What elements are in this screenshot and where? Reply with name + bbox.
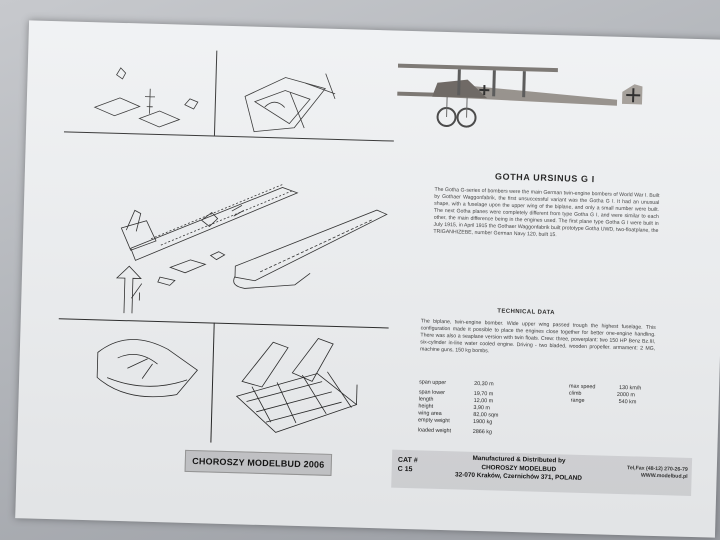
spec-value: 19,70 m [473, 390, 494, 398]
spec-value: 2866 kg [472, 428, 493, 436]
assembly-drawings: CHOROSZY MODELBUD 2006 [54, 46, 396, 495]
spec-label: length [418, 396, 434, 403]
technical-data-heading: TECHNICAL DATA [497, 308, 555, 317]
spec-value: 20,30 m [474, 380, 494, 388]
spec-value: 130 km/h [618, 384, 642, 392]
brand-label: CHOROSZY MODELBUD 2006 [192, 456, 325, 470]
spec-label: climb [568, 390, 582, 397]
model-title: GOTHA URSINUS G I [494, 171, 595, 185]
spec-label: max speed [568, 383, 596, 391]
catalog-code: C 15 [397, 465, 413, 474]
spec-label: wing area [418, 410, 442, 417]
spec-label: empty weight [417, 417, 450, 425]
spec-label: span upper [419, 379, 447, 387]
contact-info: Tel,Fax (48-12) 270-26-79 WWW.modelbud.p… [627, 465, 688, 481]
assembly-diagram [93, 67, 388, 433]
spec-value: 2000 m [616, 391, 635, 399]
spec-label: height [418, 403, 434, 410]
spec-label: span lower [418, 389, 446, 397]
manufacturer-info: Manufactured & Distributed by CHOROSZY M… [443, 454, 594, 484]
spec-value: 1900 kg [472, 418, 493, 426]
spec-value: 540 km [618, 398, 637, 406]
technical-data-text: The biplane, twin-engine bomber. Wide up… [419, 318, 656, 355]
specs-table: span upper 20,30 m span lower 19,70 m le… [417, 379, 669, 448]
footer-box: CAT # C 15 Manufactured & Distributed by… [391, 449, 693, 496]
website: WWW.modelbud.pl [640, 472, 688, 480]
catalog-number: CAT # C 15 [398, 456, 418, 475]
description-panel: GOTHA URSINUS G I The Gotha G-series of … [371, 55, 713, 509]
spec-label: range [570, 397, 585, 404]
spec-value: 82,00 sqm [473, 411, 499, 419]
aircraft-illustration [397, 63, 643, 128]
history-text: The Gotha G-series of bombers were the m… [433, 186, 660, 239]
brand-box: CHOROSZY MODELBUD 2006 [184, 449, 333, 476]
spec-label: loaded weight [417, 427, 452, 435]
spec-value: 3,90 m [473, 404, 491, 412]
spec-value: 12,00 m [473, 397, 494, 405]
instruction-sheet: CHOROSZY MODELBUD 2006 GOTHA URSINUS G [15, 20, 720, 538]
